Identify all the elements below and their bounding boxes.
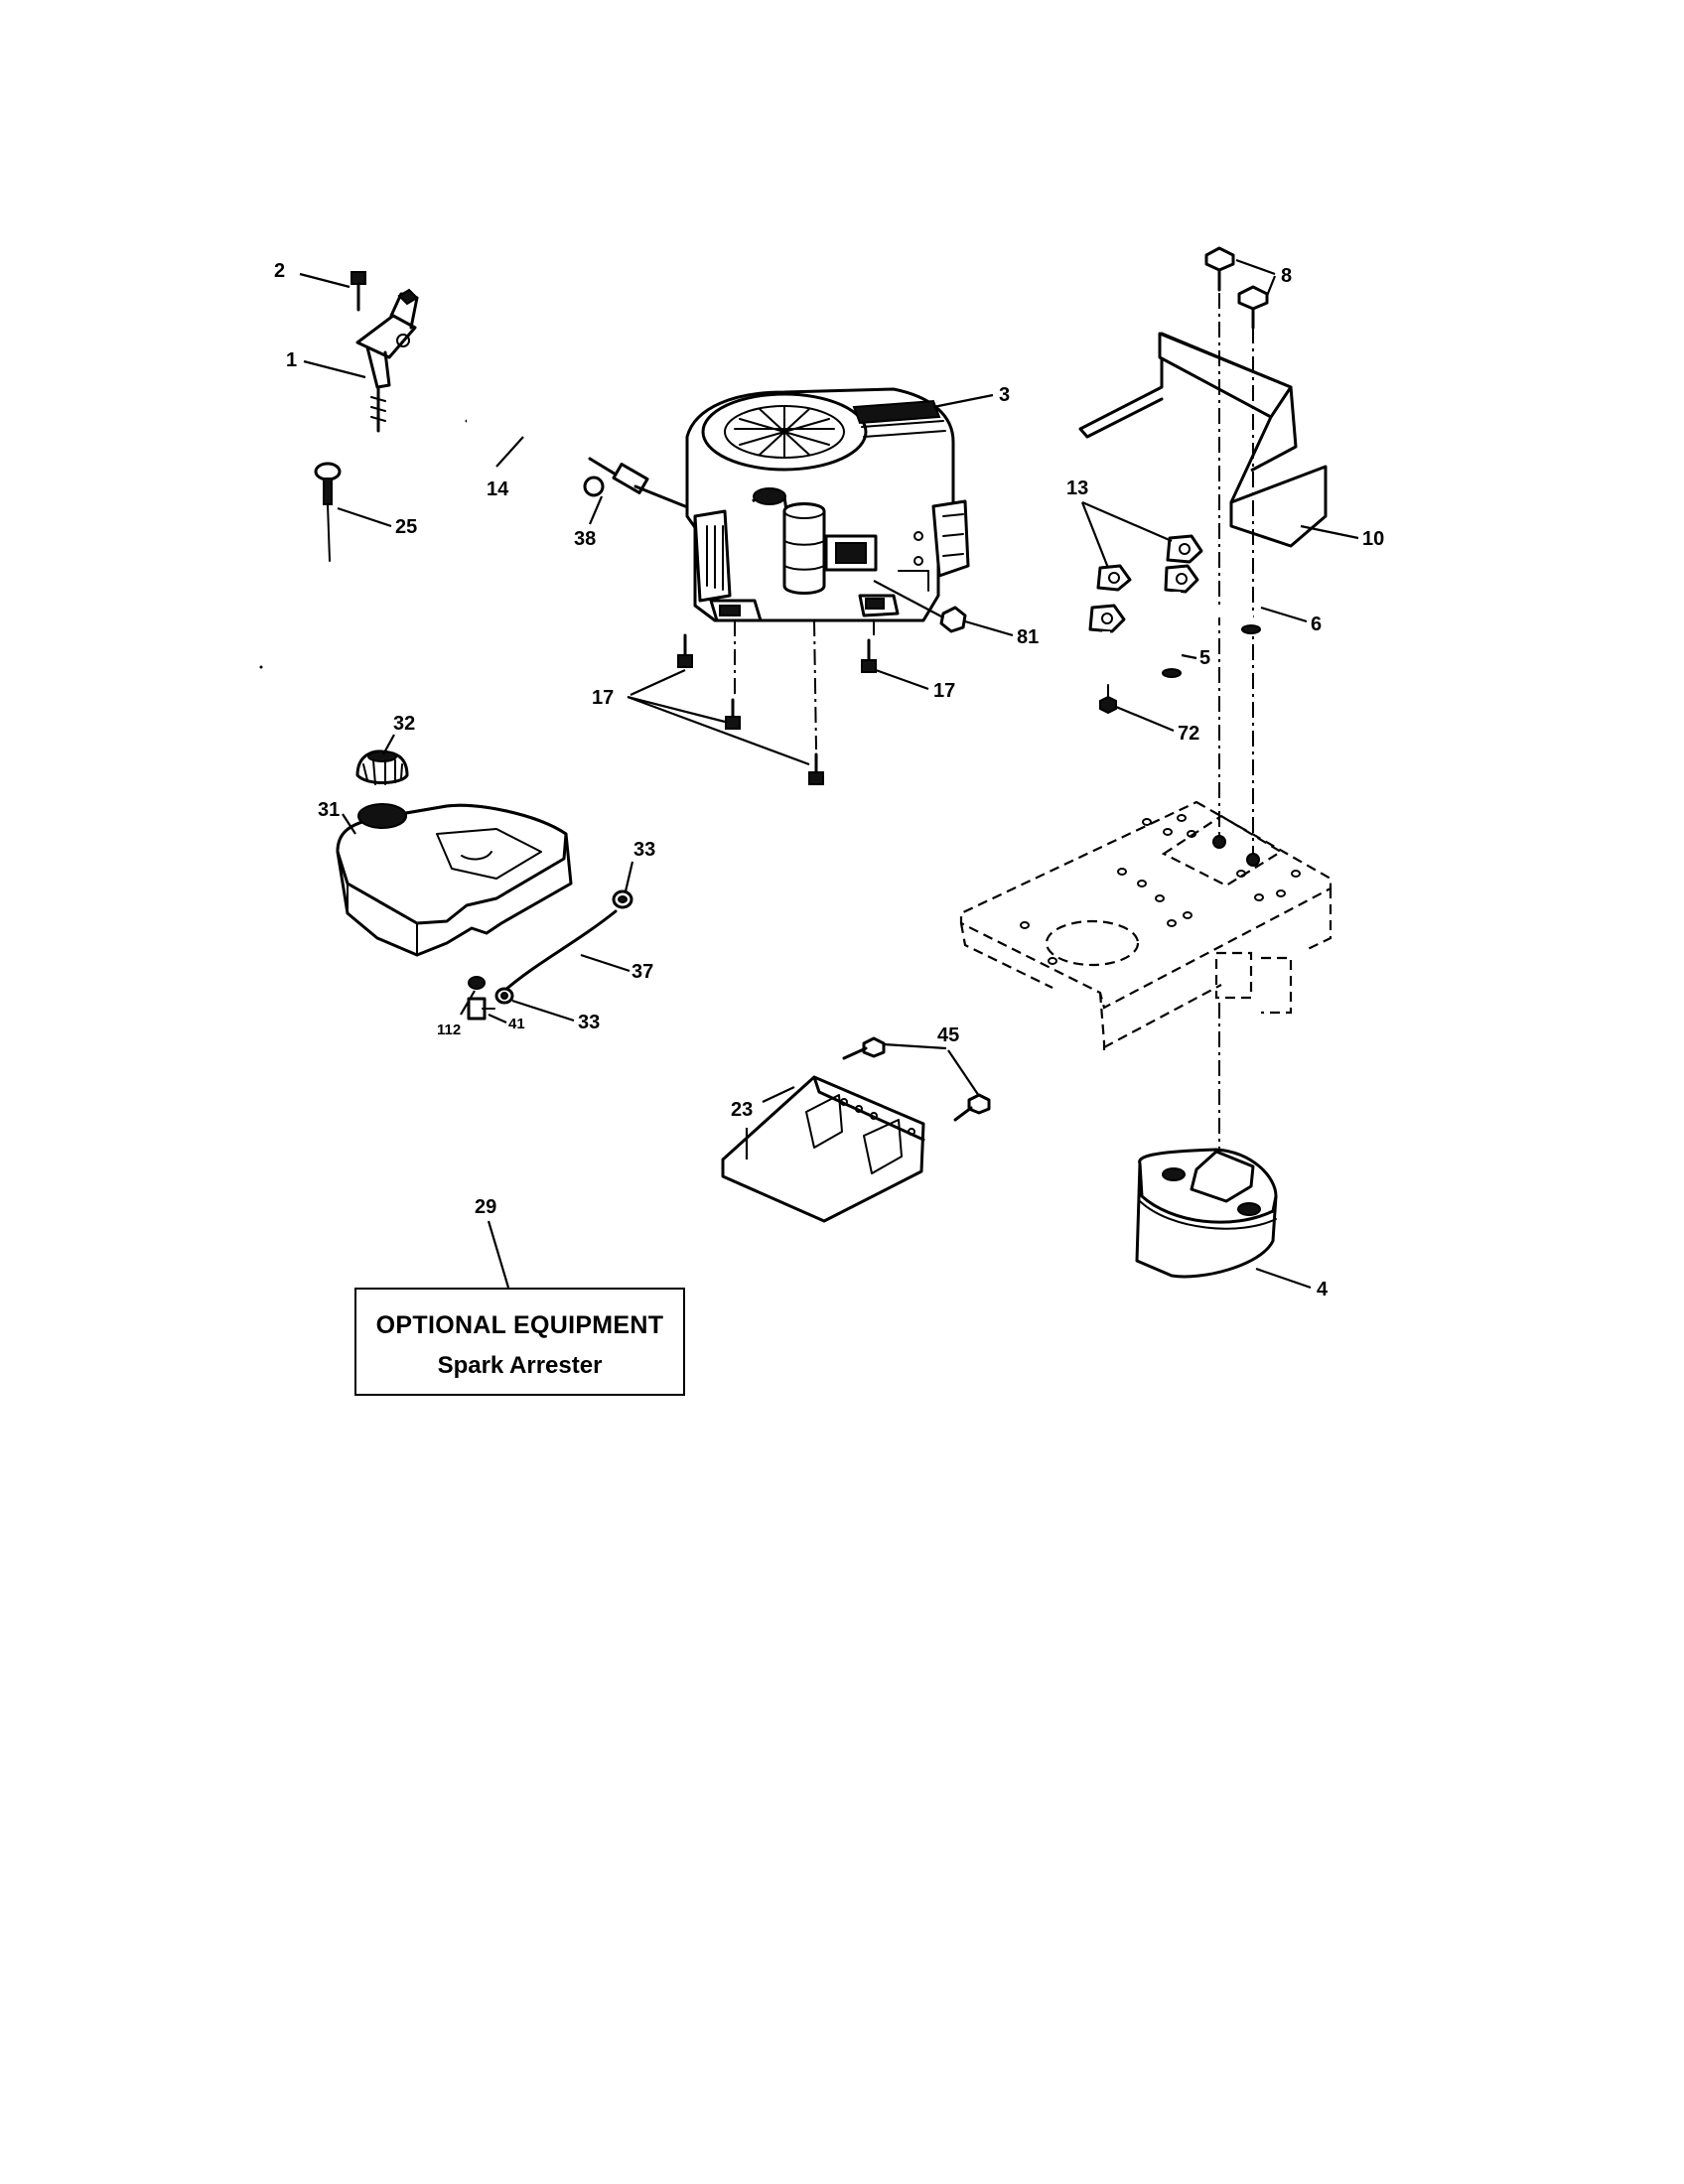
- leader-33a: [624, 861, 634, 892]
- callout-3: 3: [999, 384, 1010, 406]
- leader-45b: [947, 1049, 980, 1097]
- leader-3: [932, 393, 994, 409]
- callout-10: 10: [1362, 528, 1384, 550]
- leader-4: [1255, 1267, 1312, 1290]
- callout-31: 31: [318, 799, 340, 821]
- part-17-bolt-mid: [725, 698, 741, 730]
- leader-81-engine: [873, 580, 944, 618]
- callout-13: 13: [1066, 478, 1088, 499]
- leader-32: [382, 734, 395, 755]
- part-25-choke-knob: [314, 462, 342, 562]
- part-37-fuel-line: [502, 909, 618, 993]
- leader-2: [299, 272, 351, 289]
- callout-6: 6: [1311, 614, 1322, 635]
- leader-17a-3: [627, 695, 810, 766]
- callout-33b: 33: [578, 1012, 600, 1033]
- leader-17b: [875, 668, 929, 691]
- optional-equipment-title: OPTIONAL EQUIPMENT: [375, 1311, 664, 1339]
- part-6-exhaust-pipe: [1173, 590, 1261, 634]
- chassis-frame-reference: [959, 800, 1333, 1050]
- optional-equipment-box: OPTIONAL EQUIPMENT Spark Arrester: [354, 1288, 685, 1396]
- part-31-fuel-tank: [336, 803, 573, 957]
- callout-45: 45: [937, 1024, 959, 1046]
- callout-29: 29: [475, 1196, 496, 1218]
- callout-2: 2: [274, 260, 285, 282]
- leader-5: [1181, 653, 1197, 660]
- callout-25: 25: [395, 516, 417, 538]
- part-72-screw: [1099, 684, 1117, 715]
- callout-37: 37: [632, 961, 653, 983]
- leader-14: [495, 436, 524, 468]
- part-5-exhaust-pipe: [1102, 629, 1182, 678]
- callout-72: 72: [1178, 723, 1199, 745]
- leader-6: [1260, 606, 1308, 623]
- leader-29: [487, 1220, 510, 1289]
- leader-13b: [1080, 501, 1110, 569]
- callout-32: 32: [393, 713, 415, 735]
- callout-33a: 33: [633, 839, 655, 861]
- part-38-fuel-filter: [583, 457, 687, 508]
- part-13-gaskets: [1088, 534, 1203, 633]
- part-1-throttle-control: [355, 288, 419, 433]
- callout-4: 4: [1317, 1279, 1329, 1300]
- leader-38: [588, 495, 604, 525]
- part-8-bolts: [1204, 246, 1269, 330]
- callout-81: 81: [1017, 626, 1039, 648]
- optional-equipment-item: Spark Arrester: [437, 1352, 603, 1379]
- part-81-nut: [939, 606, 967, 633]
- part-3-engine: [685, 387, 970, 622]
- part-23-shield-bracket: [721, 1075, 925, 1223]
- leader-41: [488, 1013, 507, 1024]
- callout-5: 5: [1199, 647, 1210, 669]
- leader-8b: [1265, 275, 1277, 297]
- part-10-heat-shield: [1078, 332, 1328, 548]
- part-33-clamp-lower: [494, 987, 514, 1005]
- leader-33b: [511, 999, 575, 1023]
- leader-45a: [883, 1042, 947, 1050]
- callout-17a: 17: [592, 687, 614, 709]
- part-4-muffler: [1135, 1148, 1278, 1279]
- part-2-screw: [351, 271, 366, 312]
- part-17-bolt-left: [677, 633, 693, 668]
- callout-38: 38: [574, 528, 596, 550]
- leader-25: [337, 506, 392, 528]
- callout-112: 112: [437, 1022, 461, 1038]
- part-32-fuel-cap: [355, 750, 409, 785]
- part-17-bolt-right: [861, 638, 877, 673]
- leader-10: [1300, 524, 1359, 540]
- stray-mark: [259, 665, 263, 669]
- leader-81: [964, 619, 1014, 637]
- callout-23: 23: [731, 1099, 753, 1121]
- part-112-grommet: [468, 976, 486, 990]
- callout-1: 1: [286, 349, 297, 371]
- callout-14: 14: [487, 478, 509, 500]
- part-45-screws: [842, 1036, 991, 1122]
- part-17-bolt-low: [808, 752, 824, 785]
- part-14-fuel-hose: [465, 413, 593, 464]
- leader-8a: [1235, 258, 1276, 276]
- leader-72: [1115, 705, 1175, 733]
- callout-17b: 17: [933, 680, 955, 702]
- leader-1: [303, 359, 366, 379]
- callout-8: 8: [1281, 265, 1292, 287]
- leader-31: [342, 813, 356, 835]
- part-33-clamp-upper: [612, 889, 633, 909]
- leader-23a: [762, 1086, 795, 1103]
- leader-13a: [1081, 500, 1173, 543]
- part-41-valve: [467, 997, 495, 1021]
- centerline-17-mid: [813, 619, 817, 751]
- callout-41: 41: [508, 1016, 525, 1032]
- leader-17a-1: [630, 668, 686, 697]
- leader-37: [580, 953, 631, 973]
- leader-17a-2: [627, 695, 726, 724]
